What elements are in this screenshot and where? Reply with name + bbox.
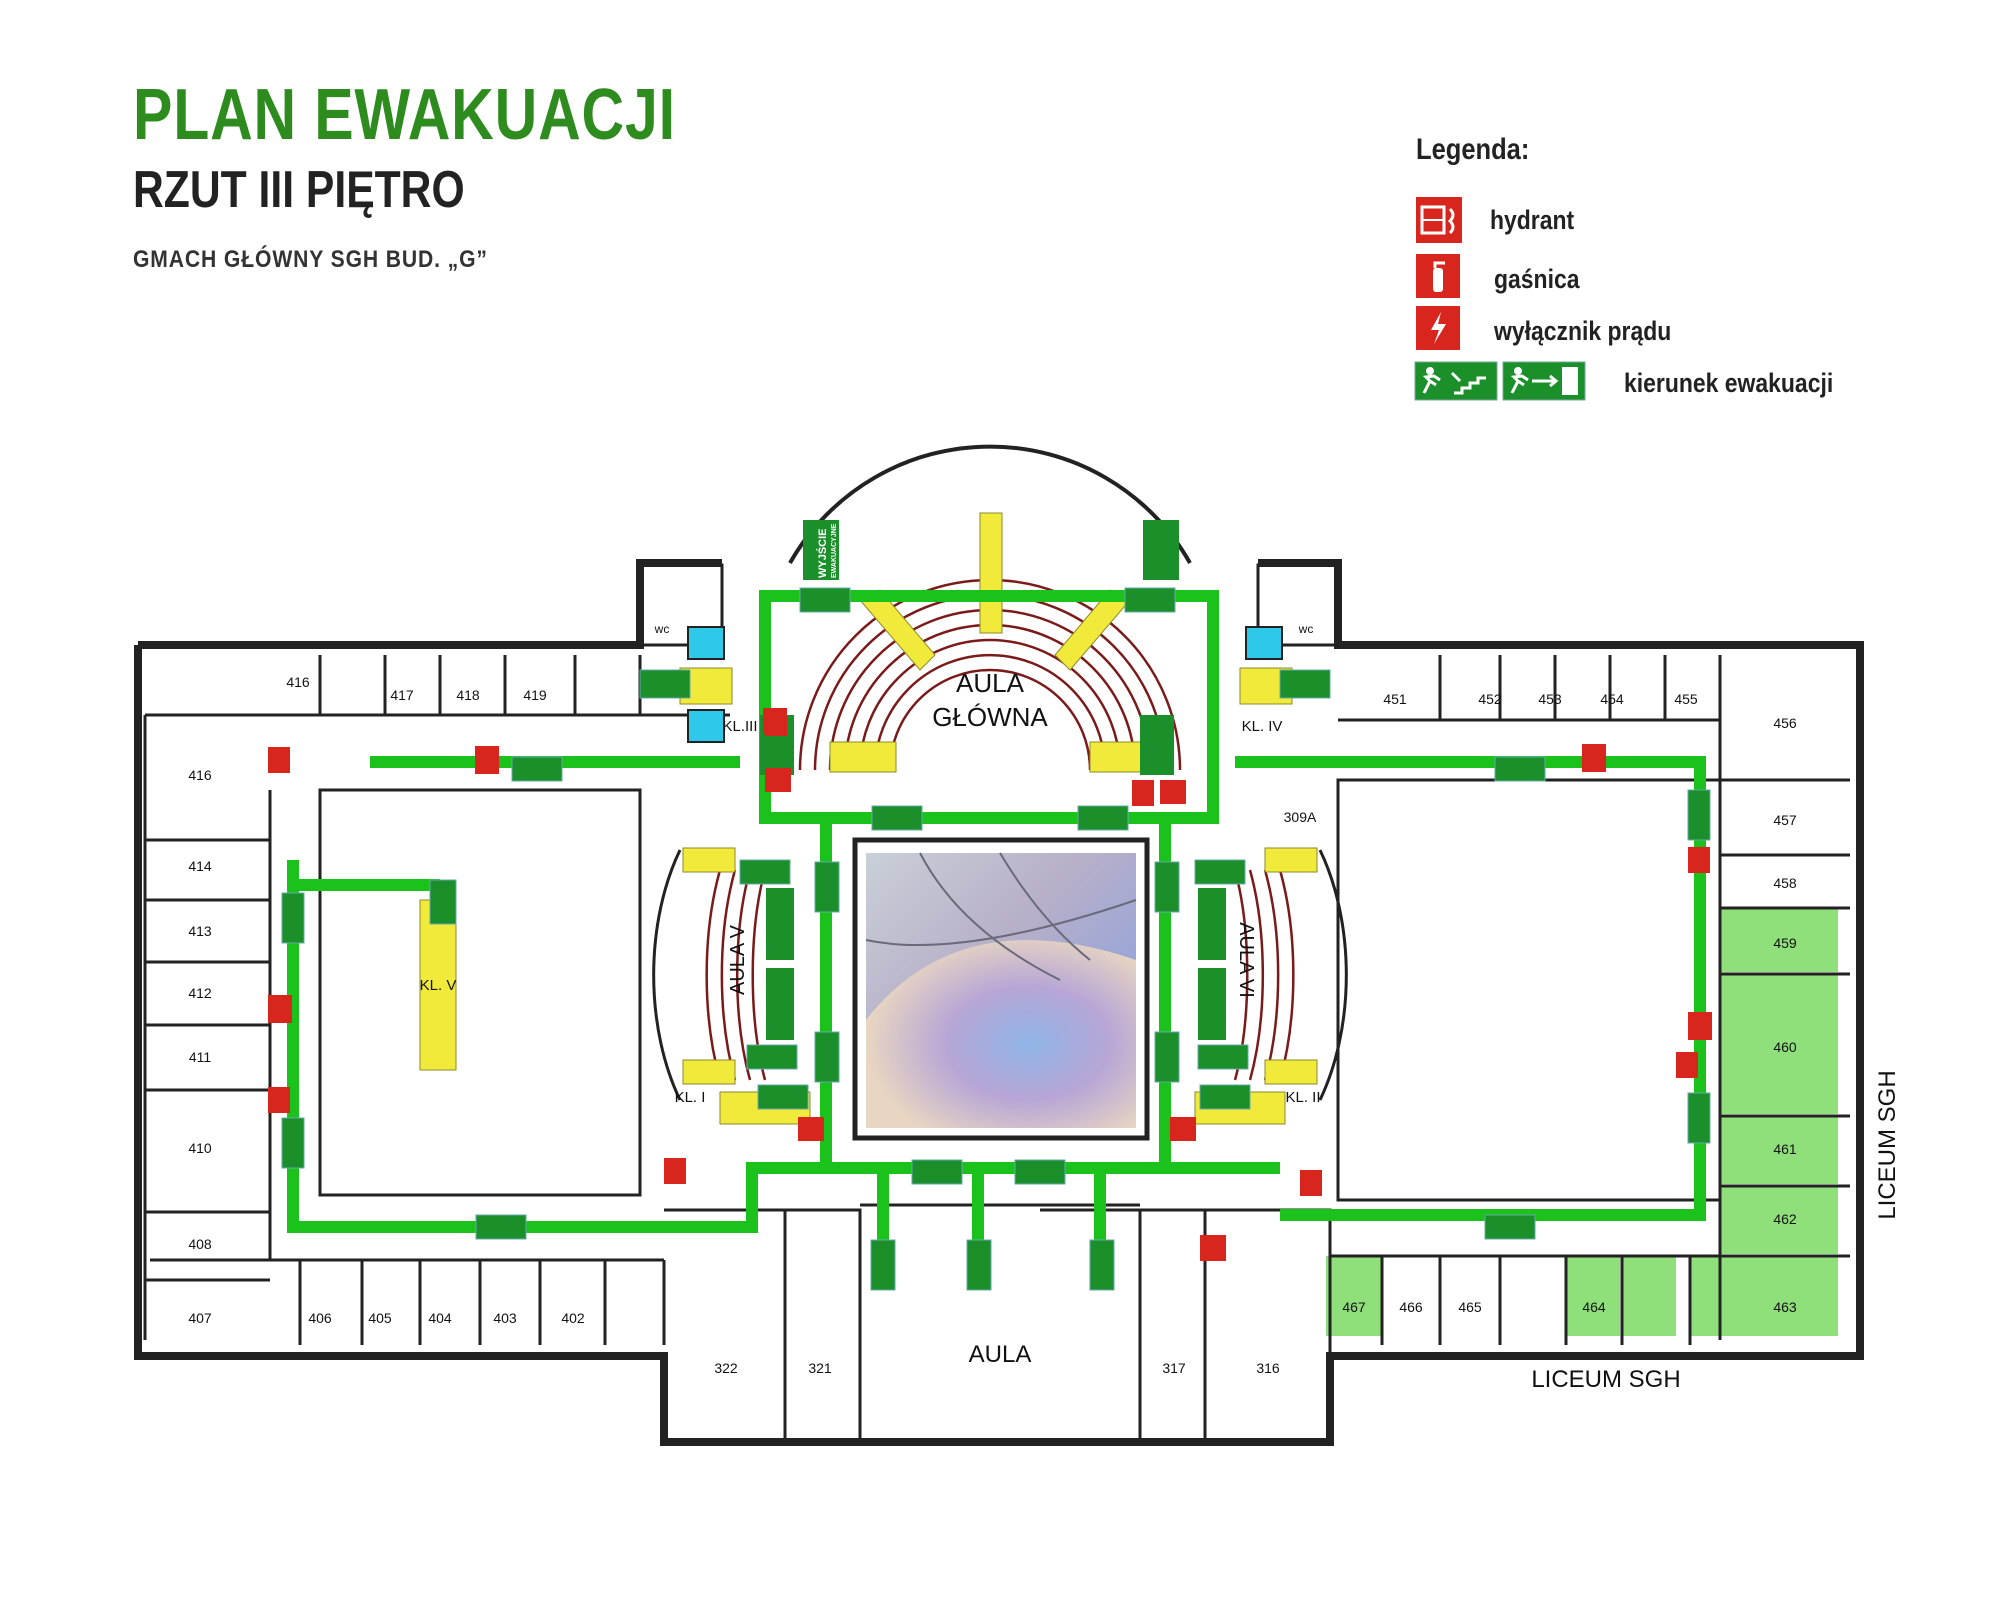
aula-glowna-stairs [829,512,1157,773]
room-label: 464 [1582,1299,1606,1315]
room-label: 459 [1773,935,1797,951]
room-numbers: 416 416 417 418 419 414 413 412 411 410 … [188,674,1797,1376]
legend-power-switch-label: wyłącznik prądu [1494,316,1672,346]
room-label: 416 [188,767,212,783]
legend-hydrant-label: hydrant [1490,205,1575,235]
room-label: 406 [308,1310,332,1326]
room-label: 309A [1284,809,1317,825]
power-switch-icon [1582,744,1606,772]
legend-extinguisher-label: gaśnica [1494,264,1580,294]
room-label: 453 [1538,691,1562,707]
wc-left-label: wc [654,622,670,636]
room-label: 458 [1773,875,1797,891]
room-label: 407 [188,1310,212,1326]
room-label: 465 [1458,1299,1482,1315]
exit-sign-text-1: WYJŚCIE [816,528,829,578]
fire-extinguisher-icon [1416,254,1460,298]
fire-extinguisher-icon [268,747,290,773]
room-label: 411 [189,1049,212,1065]
liceum-rooms [1326,908,1838,1336]
hydrant-icon [1416,197,1462,243]
power-switch-icon [475,746,499,774]
aula-vi-label: AULA VI [1235,922,1257,998]
legend-heading: Legenda: [1416,133,1530,166]
evacuation-direction-icon [1414,361,1586,401]
fire-extinguisher-icon [1688,847,1710,873]
room-label: 462 [1773,1211,1797,1227]
room-label: 460 [1773,1039,1797,1055]
plan-title: PLAN EWAKUACJI [133,75,676,155]
aula-label: AULA [969,1341,1032,1368]
room-label: 412 [188,985,212,1001]
fire-extinguisher-icon [268,1087,290,1113]
power-switch-icon [1688,1012,1712,1040]
room-label: 316 [1256,1360,1280,1376]
room-label: 451 [1383,691,1407,707]
safety-icons [268,708,1712,1261]
room-label: 466 [1399,1299,1423,1315]
room-label: 419 [523,687,547,703]
hydrant-icon [765,768,791,792]
fire-extinguisher-icon [1132,780,1154,806]
room-label: 410 [188,1140,212,1156]
room-label: 455 [1674,691,1698,707]
room-label: 413 [188,923,212,939]
stair-kl3-label: KL.III [722,718,757,735]
room-label: 405 [368,1310,392,1326]
room-label: 454 [1600,691,1624,707]
room-label: 402 [561,1310,585,1326]
fire-extinguisher-icon [1200,1235,1226,1261]
room-label: 408 [188,1236,212,1252]
room-label: 461 [1773,1141,1797,1157]
room-label: 452 [1478,691,1502,707]
aula-v-label: AULA V [727,924,749,995]
stair-kl2-label: KL. II [1285,1089,1320,1106]
building-name: GMACH GŁÓWNY SGH BUD. „G” [133,246,488,273]
room-label: 456 [1773,715,1797,731]
aula-glowna-label-1: AULA [956,668,1025,698]
room-label: 321 [808,1360,832,1376]
stair-kl5-label: KL. V [420,977,457,994]
exit-sign-text-2: EWAKUACYJNE [831,523,838,578]
room-label: 414 [188,858,212,874]
stair-kl4-label: KL. IV [1242,718,1283,735]
power-switch-icon [1416,306,1460,350]
wc-right-label: wc [1298,622,1314,636]
power-switch-icon [268,995,292,1023]
fire-extinguisher-icon [664,1158,686,1184]
fire-extinguisher-icon [1676,1052,1698,1078]
liceum-side-label: LICEUM SGH [1874,1070,1901,1219]
room-label: 322 [714,1360,738,1376]
hydrant-icon [1170,1117,1196,1141]
legend-evacuation-label: kierunek ewakuacji [1624,368,1834,398]
aula-glowna-label-2: GŁÓWNA [932,702,1048,732]
room-label: 416 [286,674,310,690]
elevators [687,626,1283,743]
courtyard-dome-image [865,852,1137,1128]
room-label: 457 [1773,812,1797,828]
room-label: 463 [1773,1299,1797,1315]
room-label: 317 [1162,1360,1186,1376]
walls [134,444,1864,1446]
stair-kl1-label: KL. I [675,1089,706,1106]
exit-signs [281,587,1711,1291]
fire-extinguisher-icon [763,708,787,734]
hydrant-icon [798,1117,824,1141]
floor-subtitle: RZUT III PIĘTRO [133,161,465,219]
room-label: 417 [390,687,414,703]
room-label: 403 [493,1310,517,1326]
fire-extinguisher-icon [1300,1170,1322,1196]
hydrant-icon [1160,780,1186,804]
room-label: 418 [456,687,480,703]
liceum-bottom-label: LICEUM SGH [1531,1366,1680,1393]
room-label: 404 [428,1310,452,1326]
room-label: 467 [1342,1299,1366,1315]
